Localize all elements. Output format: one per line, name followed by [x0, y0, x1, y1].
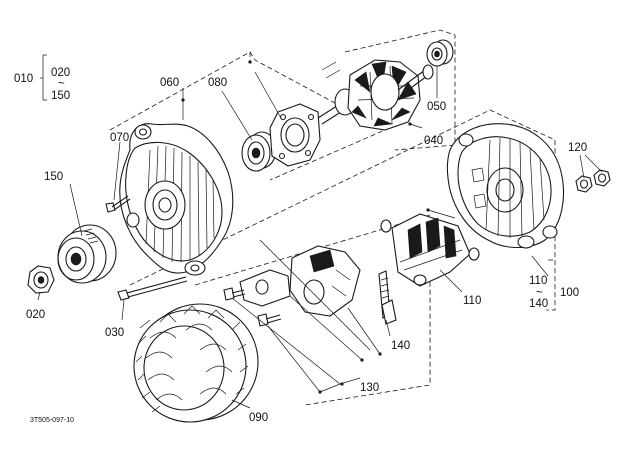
group-frame-100: [129, 109, 556, 311]
part-labels: 010 020 ~ 150 060 080 070 050 040 150 02…: [14, 67, 587, 424]
brush-140: [378, 270, 397, 325]
regulator: [239, 245, 361, 317]
rear-housing: [446, 123, 565, 249]
bracket-010: [40, 54, 47, 101]
label-040: 040: [424, 135, 443, 147]
label-100: 100: [560, 287, 579, 299]
label-110: 110: [463, 295, 481, 307]
label-050: 050: [427, 101, 446, 113]
label-020-range-start: 020: [51, 67, 70, 79]
group-frame-040: [344, 29, 456, 151]
label-090: 090: [249, 412, 268, 424]
bolt-070: [105, 195, 131, 213]
nut-020: [27, 265, 55, 294]
nuts-120: [575, 169, 611, 193]
group-frame-010: [109, 51, 386, 181]
label-130: 130: [360, 382, 379, 394]
label-120: 120: [568, 142, 587, 154]
bolt-030: [117, 276, 188, 301]
label-020: 020: [26, 309, 45, 321]
screws-130: [223, 287, 282, 327]
label-060: 060: [160, 77, 179, 89]
rotor-040: [317, 59, 434, 131]
bearing-080: [241, 131, 277, 172]
label-150-range-end: 150: [51, 90, 70, 102]
figure-code: 3T505-097-10: [30, 417, 74, 424]
label-range-tilde: ~: [58, 78, 65, 90]
label-140: 140: [391, 340, 410, 352]
stator-090: [133, 303, 259, 423]
retainer-plate: [269, 103, 321, 167]
label-080: 080: [208, 77, 227, 89]
bearing-050: [426, 39, 454, 67]
label-range-tilde-2: ~: [536, 287, 543, 299]
rectifier-110: [380, 213, 480, 287]
label-030: 030: [105, 327, 124, 339]
label-070: 070: [110, 132, 129, 144]
leader-lines: [37, 60, 603, 409]
pulley-150: [57, 224, 117, 284]
label-110-range-start: 110: [529, 275, 547, 287]
label-010: 010: [14, 73, 33, 85]
front-housing: [119, 123, 234, 276]
label-150: 150: [44, 171, 63, 183]
label-140-range-end: 140: [529, 298, 548, 310]
